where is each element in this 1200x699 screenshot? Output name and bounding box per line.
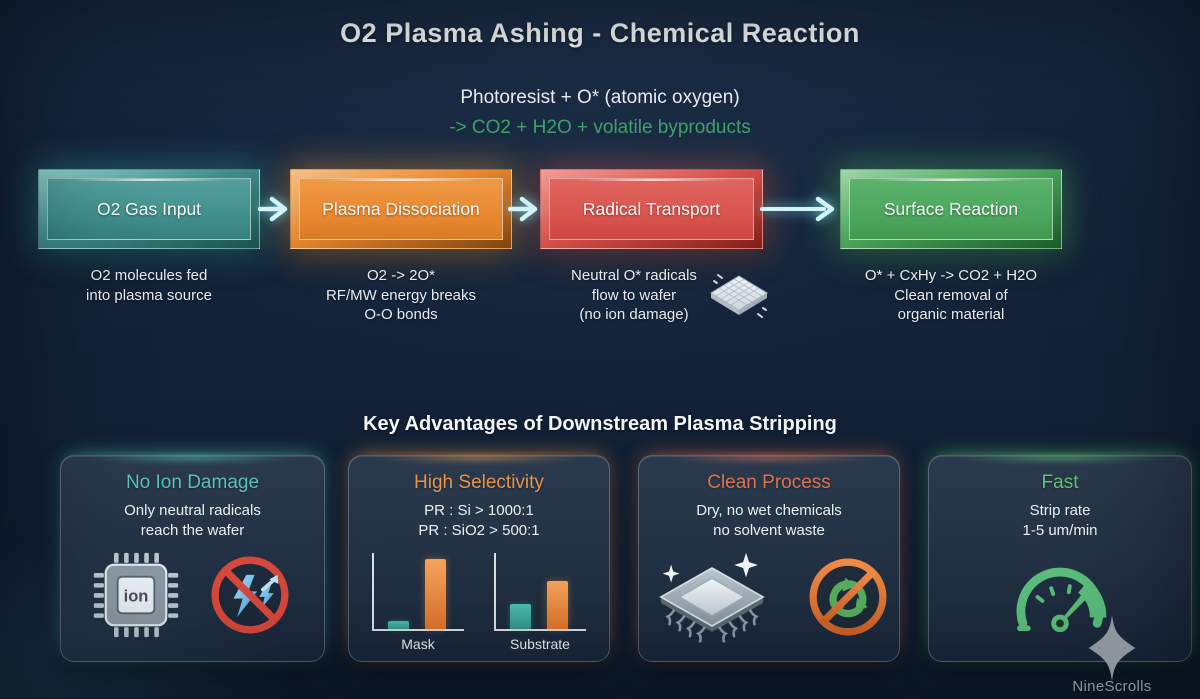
- clean-chip-icon: [659, 552, 765, 643]
- chart-label: Mask: [401, 636, 435, 652]
- selectivity-charts: Mask Substrate: [370, 553, 588, 652]
- ion-chip-icon: ion: [93, 552, 178, 638]
- flow-arrow-icon: [258, 196, 288, 222]
- advantages-heading: Key Advantages of Downstream Plasma Stri…: [363, 413, 837, 435]
- mask-bar-chart: Mask: [370, 553, 466, 652]
- flow-arrow-long-icon: [760, 196, 835, 222]
- speedometer-icon: [1016, 567, 1107, 633]
- sparkle-star-icon: [1088, 614, 1136, 682]
- flow-step-label: Plasma Dissociation: [322, 198, 480, 219]
- bar-teal: [510, 603, 531, 629]
- flow-step-plasma-dissociation: Plasma Dissociation: [290, 169, 512, 249]
- watermark-label: NineScrolls: [1072, 678, 1152, 695]
- bar-orange: [425, 559, 446, 629]
- flow-arrow-icon: [508, 196, 538, 222]
- reaction-reactants: Photoresist + O* (atomic oxygen): [460, 87, 740, 108]
- flow-step-radical-transport: Radical Transport: [540, 169, 763, 249]
- svg-text:ion: ion: [123, 587, 148, 605]
- page-title: O2 Plasma Ashing - Chemical Reaction: [340, 18, 860, 48]
- flow-step-surface-reaction: Surface Reaction: [840, 169, 1062, 249]
- flow-step-label: Surface Reaction: [883, 198, 1019, 219]
- watermark: NineScrolls: [1032, 614, 1192, 695]
- substrate-bar-chart: Substrate: [492, 553, 588, 652]
- reaction-products: -> CO2 + H2O + volatile byproducts: [449, 117, 751, 138]
- flow-step-label: O2 Gas Input: [96, 198, 202, 219]
- card-title: Fast: [1041, 472, 1079, 493]
- card-title: No Ion Damage: [125, 472, 260, 493]
- wafer-icon: [710, 274, 768, 318]
- card-title: Clean Process: [707, 472, 831, 493]
- chart-label: Substrate: [510, 636, 570, 652]
- flow-step-label: Radical Transport: [582, 198, 721, 219]
- flow-step-o2-gas-input: O2 Gas Input: [38, 169, 260, 249]
- no-chemicals-icon: [809, 558, 887, 636]
- bar-teal: [388, 621, 409, 629]
- card-title: High Selectivity: [414, 472, 544, 493]
- bar-orange: [547, 581, 568, 629]
- no-ion-icon: [211, 556, 288, 634]
